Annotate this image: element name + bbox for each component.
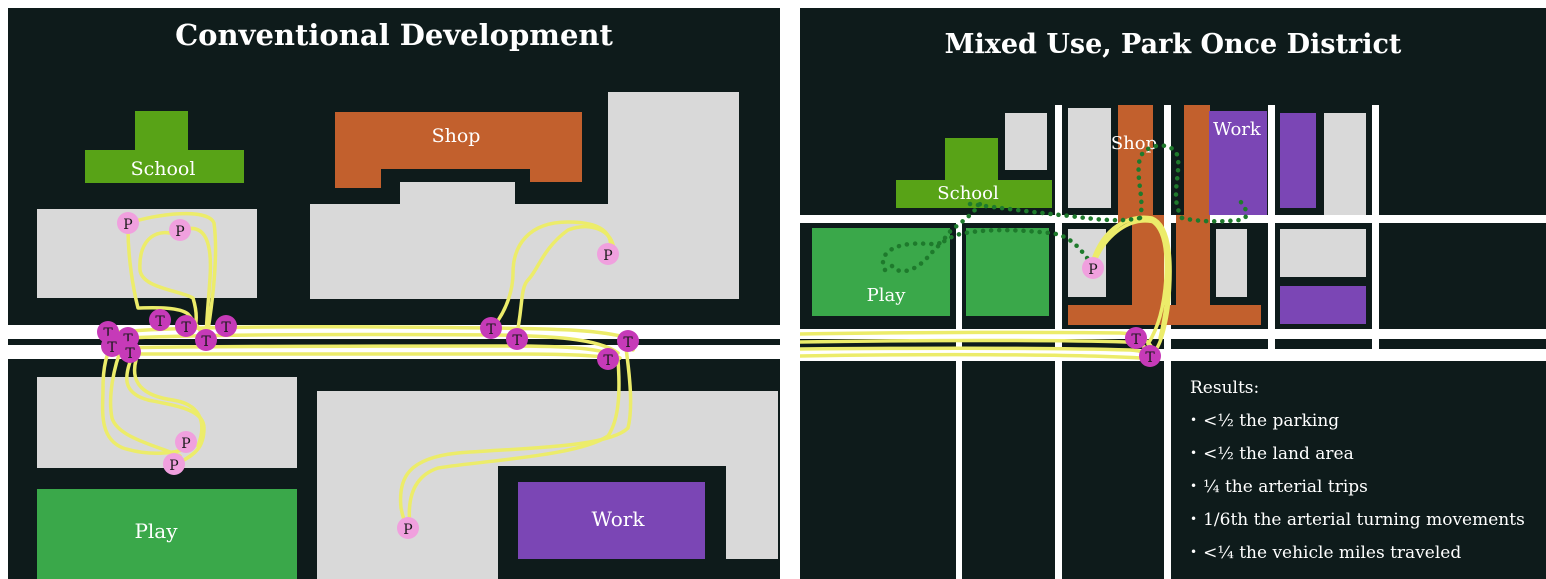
turn-marker-label: T bbox=[1145, 350, 1155, 366]
turn-marker-label: T bbox=[123, 332, 133, 348]
turn-marker bbox=[119, 341, 141, 363]
turn-markers: T T T T T T T T T T T T bbox=[97, 309, 639, 370]
parking-markers: P P P P P P bbox=[117, 212, 619, 539]
turn-marker bbox=[1139, 345, 1161, 367]
conventional-map: School Shop Play Work bbox=[8, 92, 780, 579]
parking-marker bbox=[1082, 257, 1104, 279]
turn-marker bbox=[175, 315, 197, 337]
turn-marker-label: T bbox=[155, 314, 165, 330]
results-item: <¼ the vehicle miles traveled bbox=[1190, 543, 1525, 563]
turn-marker-label: T bbox=[512, 333, 522, 349]
parking-marker-label: P bbox=[169, 458, 178, 474]
parking-marker-label: P bbox=[181, 436, 190, 452]
turn-marker-label: T bbox=[107, 340, 117, 356]
shop-label: Shop bbox=[1111, 133, 1157, 154]
turn-marker-label: T bbox=[486, 322, 496, 338]
side-street bbox=[1164, 105, 1171, 579]
school-building bbox=[85, 111, 244, 183]
results-item: 1/6th the arterial turning movements bbox=[1190, 510, 1525, 530]
parking-marker-label: P bbox=[1088, 262, 1097, 278]
turn-marker bbox=[597, 348, 619, 370]
results-heading: Results: bbox=[1190, 378, 1260, 398]
turn-marker bbox=[1125, 327, 1147, 349]
turn-marker-label: T bbox=[125, 346, 135, 362]
lot bbox=[1216, 229, 1247, 297]
walking-routes bbox=[880, 143, 1249, 274]
cross-street bbox=[800, 215, 1546, 223]
turn-marker-label: T bbox=[221, 320, 231, 336]
turn-marker bbox=[101, 335, 123, 357]
car-routes bbox=[100, 211, 635, 530]
play-area bbox=[37, 489, 297, 579]
panel-title: Conventional Development bbox=[175, 18, 613, 52]
conventional-development-panel: Conventional Development School Shop Pla… bbox=[8, 8, 780, 579]
work-building bbox=[518, 482, 705, 559]
shop-building bbox=[335, 112, 582, 188]
play-area bbox=[966, 228, 1049, 316]
results-box: Results: <½ the parking <½ the land area… bbox=[1190, 378, 1525, 576]
parking-marker bbox=[397, 517, 419, 539]
parking-marker bbox=[169, 219, 191, 241]
play-label: Play bbox=[867, 285, 907, 306]
lot-lower-right bbox=[317, 391, 778, 579]
turn-marker-label: T bbox=[181, 320, 191, 336]
arterial-road-top bbox=[800, 329, 1546, 339]
shop-label: Shop bbox=[432, 125, 481, 147]
lot-upper-left bbox=[37, 209, 257, 298]
turn-marker-label: T bbox=[1131, 332, 1141, 348]
play-label: Play bbox=[134, 519, 178, 543]
turn-marker bbox=[215, 315, 237, 337]
turn-marker-label: T bbox=[201, 334, 211, 350]
panel-title: Mixed Use, Park Once District bbox=[944, 29, 1402, 60]
parking-marker bbox=[175, 431, 197, 453]
work-building bbox=[1280, 113, 1316, 208]
parking-marker bbox=[117, 212, 139, 234]
work-label: Work bbox=[1213, 119, 1262, 140]
side-street bbox=[956, 223, 962, 579]
school-label: School bbox=[937, 183, 999, 204]
work-building bbox=[1209, 111, 1267, 215]
results-item: ¼ the arterial trips bbox=[1190, 477, 1525, 497]
turn-marker-label: T bbox=[623, 335, 633, 351]
turn-marker bbox=[506, 328, 528, 350]
turn-marker-label: T bbox=[603, 353, 613, 369]
turn-marker-label: T bbox=[103, 326, 113, 342]
parking-marker bbox=[163, 453, 185, 475]
turn-marker bbox=[149, 309, 171, 331]
turn-marker bbox=[617, 330, 639, 352]
results-item: <½ the land area bbox=[1190, 444, 1525, 464]
lot-upper-right bbox=[310, 92, 739, 299]
school-label: School bbox=[131, 158, 196, 180]
parking-marker-label: P bbox=[603, 248, 612, 264]
results-list: <½ the parking <½ the land area ¼ the ar… bbox=[1190, 411, 1525, 563]
parking-marker-label: P bbox=[123, 217, 132, 233]
play-area bbox=[812, 228, 950, 316]
work-building bbox=[1280, 286, 1366, 324]
work-label: Work bbox=[592, 507, 646, 531]
park-once-district-panel: Mixed Use, Park Once District School Sho… bbox=[800, 8, 1546, 579]
parking-marker bbox=[597, 243, 619, 265]
parking-marker-label: P bbox=[403, 522, 412, 538]
lot bbox=[1005, 113, 1047, 170]
lot bbox=[1068, 108, 1111, 208]
side-street bbox=[1372, 105, 1379, 352]
school-building bbox=[896, 138, 1052, 208]
arterial-road-bottom bbox=[800, 349, 1546, 361]
turn-marker bbox=[480, 317, 502, 339]
lot bbox=[1324, 113, 1366, 215]
park-once-map: School Shop Work Play P T T bbox=[800, 105, 1546, 579]
lot bbox=[1280, 229, 1366, 277]
side-street bbox=[1268, 105, 1275, 352]
parking-marker-label: P bbox=[175, 224, 184, 240]
results-item: <½ the parking bbox=[1190, 411, 1525, 431]
turn-marker bbox=[195, 329, 217, 351]
